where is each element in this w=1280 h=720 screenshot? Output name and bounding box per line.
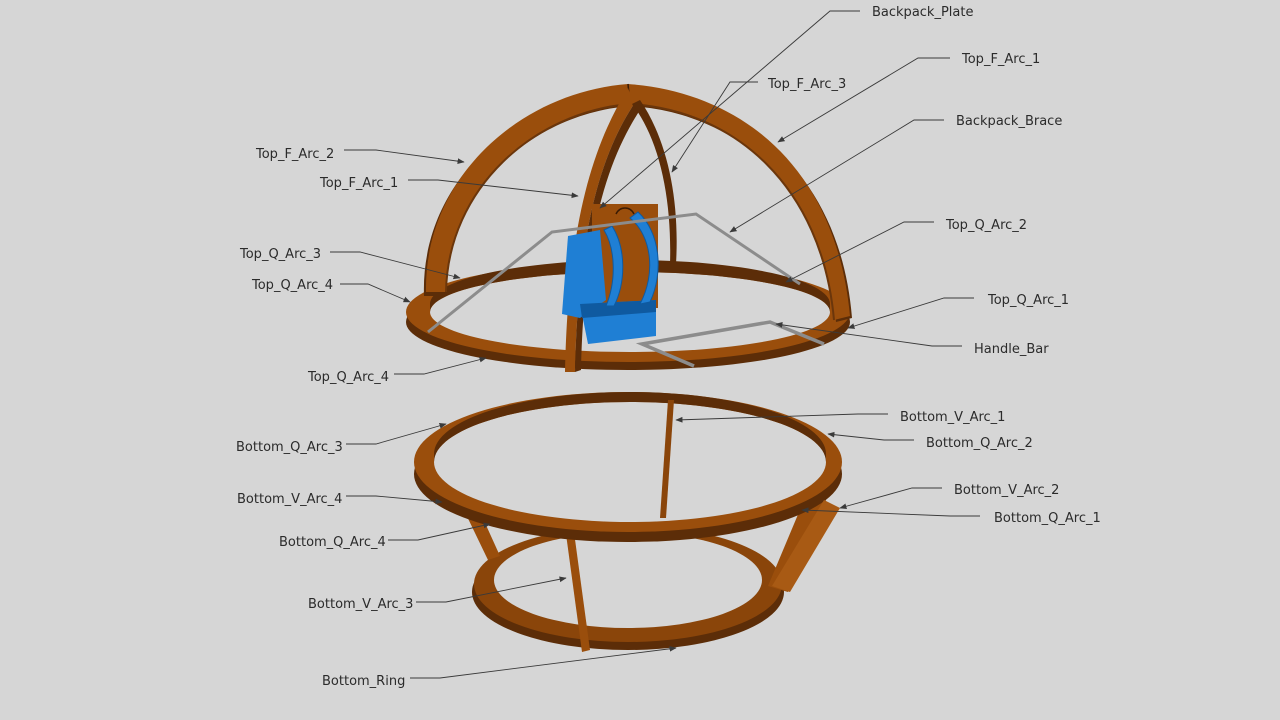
label-backpack-plate: Backpack_Plate bbox=[872, 5, 973, 20]
bottom-ring-hole bbox=[494, 532, 762, 628]
handle-bar bbox=[635, 320, 825, 368]
label-bottom-q-arc-2: Bottom_Q_Arc_2 bbox=[926, 436, 1033, 451]
label-top-q-arc-4-upper: Top_Q_Arc_4 bbox=[251, 278, 333, 293]
label-bottom-v-arc-1: Bottom_V_Arc_1 bbox=[900, 410, 1005, 425]
backpack-body bbox=[562, 230, 606, 318]
top-outer-arc-face bbox=[425, 84, 850, 320]
leader-backpack-brace bbox=[729, 119, 944, 233]
leader-bottom-ring bbox=[410, 645, 677, 679]
leader-top-f-arc-3 bbox=[671, 81, 758, 173]
top-ring-inner-wall bbox=[430, 260, 830, 312]
leader-backpack-plate bbox=[599, 10, 860, 209]
leader-top-q-arc-3 bbox=[330, 251, 461, 280]
leader-top-f-arc-1-left bbox=[408, 179, 579, 199]
label-handle-bar: Handle_Bar bbox=[974, 342, 1049, 357]
bottom-v-arc-1-upper bbox=[660, 400, 674, 518]
backpack-base-shadow bbox=[580, 300, 656, 318]
leader-bottom-q-arc-1 bbox=[801, 507, 980, 517]
leader-bottom-v-arc-3 bbox=[416, 576, 567, 603]
leader-top-q-arc-4-upper bbox=[340, 283, 411, 303]
callouts: Backpack_Plate Top_F_Arc_1 Top_F_Arc_3 B… bbox=[236, 5, 1101, 689]
backpack-strap-left bbox=[603, 225, 624, 307]
bottom-q-ring-hole bbox=[434, 402, 826, 522]
label-backpack-brace: Backpack_Brace bbox=[956, 114, 1062, 129]
label-top-q-arc-3: Top_Q_Arc_3 bbox=[239, 247, 321, 262]
leader-bottom-v-arc-2 bbox=[839, 487, 942, 510]
label-bottom-v-arc-3: Bottom_V_Arc_3 bbox=[308, 597, 413, 612]
leader-handle-bar bbox=[775, 322, 962, 347]
backpack-handle bbox=[615, 207, 635, 215]
leader-top-q-arc-2 bbox=[785, 221, 934, 283]
label-top-f-arc-1-left: Top_F_Arc_1 bbox=[319, 176, 398, 191]
label-top-q-arc-2: Top_Q_Arc_2 bbox=[945, 218, 1027, 233]
label-bottom-q-arc-4: Bottom_Q_Arc_4 bbox=[279, 535, 386, 550]
top-assembly bbox=[406, 83, 852, 372]
bottom-assembly bbox=[414, 392, 842, 652]
backpack-brace bbox=[427, 212, 801, 334]
leader-bottom-q-arc-2 bbox=[827, 431, 914, 441]
bottom-q-ring-inner-wall bbox=[434, 392, 826, 462]
leader-bottom-v-arc-4 bbox=[346, 495, 443, 505]
label-top-q-arc-4-lower: Top_Q_Arc_4 bbox=[307, 370, 389, 385]
label-top-f-arc-1-right: Top_F_Arc_1 bbox=[961, 52, 1040, 67]
leader-top-f-arc-1-right bbox=[777, 57, 950, 143]
leader-bottom-v-arc-1 bbox=[675, 413, 888, 423]
bottom-v-arc-3 bbox=[566, 532, 590, 652]
label-top-q-arc-1: Top_Q_Arc_1 bbox=[987, 293, 1069, 308]
leader-top-q-arc-1 bbox=[847, 297, 974, 329]
label-bottom-v-arc-2: Bottom_V_Arc_2 bbox=[954, 483, 1059, 498]
label-bottom-v-arc-4: Bottom_V_Arc_4 bbox=[237, 492, 342, 507]
top-back-arc bbox=[632, 100, 677, 264]
label-bottom-q-arc-1: Bottom_Q_Arc_1 bbox=[994, 511, 1101, 526]
label-top-f-arc-3: Top_F_Arc_3 bbox=[767, 77, 846, 92]
leader-top-f-arc-2 bbox=[344, 149, 465, 164]
leader-bottom-q-arc-3 bbox=[346, 423, 447, 445]
bottom-v-arc-2-front bbox=[772, 500, 840, 592]
leader-top-q-arc-4-lower bbox=[394, 356, 487, 375]
label-bottom-ring: Bottom_Ring bbox=[322, 674, 405, 689]
leader-bottom-q-arc-4 bbox=[388, 522, 491, 541]
label-top-f-arc-2: Top_F_Arc_2 bbox=[255, 147, 334, 162]
backpack-strap-right bbox=[629, 211, 659, 305]
label-bottom-q-arc-3: Bottom_Q_Arc_3 bbox=[236, 440, 343, 455]
